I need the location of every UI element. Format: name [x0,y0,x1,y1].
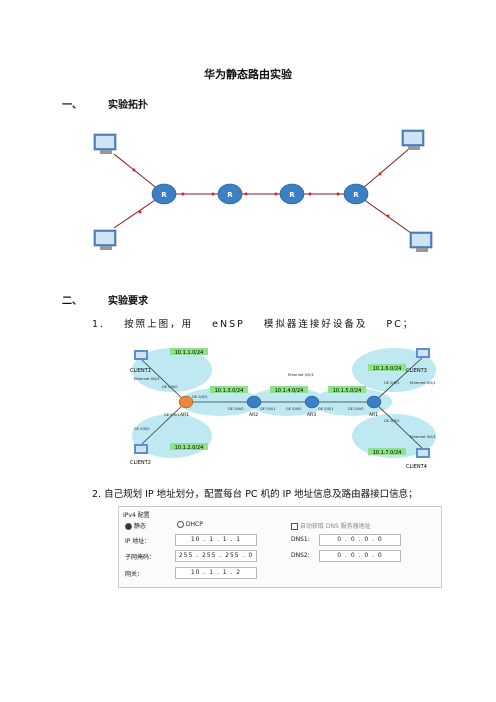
svg-text:GE 0/0/0: GE 0/0/0 [228,407,244,411]
svg-text:GE 0/0/1: GE 0/0/1 [318,407,333,411]
radio-unselected-icon [177,521,184,528]
svg-text:GE 0/0/1: GE 0/0/1 [164,413,179,417]
svg-text:GE 0/0/0: GE 0/0/0 [162,385,178,389]
svg-text:Ethernet 0/0/1: Ethernet 0/0/1 [410,435,436,439]
section-heading-topology: 一、 实验拓扑 [62,96,148,111]
dns2-field[interactable]: 0 . 0 . 0 . 0 [319,550,401,562]
requirement-item: 1. 按照上图，用 eNSP 模拟器连接好设备及 PC； [92,316,414,330]
pc-icon [93,133,117,154]
router-icon [246,395,262,409]
checkbox-icon [291,523,298,530]
svg-text:GE 0/0/0: GE 0/0/0 [348,407,364,411]
router-label: R [161,191,167,199]
network-label: 10.1.4.0/24 [270,386,308,394]
topology-diagram: R R R R [93,129,433,252]
panel-title: IPv4 配置 [123,512,150,519]
router-icon: R [279,183,305,205]
router-icon [304,395,320,409]
pc-icon [416,448,430,458]
gateway-field[interactable]: 10 . 1 . 1 . 2 [175,567,257,579]
client-label: CLIENT3 [406,368,427,374]
svg-text:Ethernet 0/0/1: Ethernet 0/0/1 [410,381,436,385]
svg-text:GE 0/0/1: GE 0/0/1 [384,381,399,385]
network-label: 10.1.1.0/24 [170,348,208,356]
svg-text:10.1.5.0/24: 10.1.5.0/24 [333,388,362,394]
item-number: 1. [92,319,106,330]
ip-address-field[interactable]: 10 . 1 . 1 . 1 [175,534,257,546]
router-icon: R [343,183,369,205]
network-label: 10.1.7.0/24 [368,448,406,456]
dns1-label: DNS1: [291,536,310,543]
router-label: R [227,191,233,199]
client-label: CLIENT1 [130,368,151,374]
item-number: 2. [92,489,102,500]
radio-label: DHCP [185,521,203,528]
pc-icon [409,231,433,252]
section-heading-requirements: 二、 实验要求 [62,292,148,307]
router-label: AR2 [249,412,258,418]
network-label: 10.1.3.0/24 [210,386,248,394]
section-label: 实验拓扑 [108,100,148,111]
item-text: 自己规划 IP 地址划分，配置每台 PC 机的 IP 地址信息及路由器接口信息； [104,489,418,500]
client-label: CLIENT4 [406,464,427,470]
radio-dhcp[interactable]: DHCP [177,521,203,528]
radio-static[interactable]: 静态 [125,521,146,530]
subnet-mask-field[interactable]: 255 . 255 . 255 . 0 [175,550,257,562]
item-text: 按照上图，用 eNSP 模拟器连接好设备及 PC； [124,319,415,330]
router-icon [178,395,194,409]
svg-text:GE 0/0/0: GE 0/0/0 [134,427,150,431]
svg-text:GE 0/0/0: GE 0/0/0 [286,407,302,411]
svg-text:10.1.3.0/24: 10.1.3.0/24 [215,388,244,394]
pc-icon [134,350,148,360]
svg-text:10.1.4.0/24: 10.1.4.0/24 [275,388,304,394]
gateway-label: 网关： [125,571,144,578]
dns1-field[interactable]: 0 . 0 . 0 . 0 [319,534,401,546]
router-label: R [353,191,359,199]
ipv4-config-panel: IPv4 配置 静态 DHCP 自动获取 DNS 服务器地址 IP 地址： 10… [118,506,442,588]
auto-dns-checkbox[interactable]: 自动获取 DNS 服务器地址 [291,521,371,530]
topology-links [141,357,423,449]
router-icon [366,395,382,409]
network-label: 10.1.2.0/24 [170,443,208,451]
pc-icon [401,129,425,150]
network-label: 10.1.6.0/24 [368,364,406,372]
client-label: CLIENT2 [130,460,151,466]
network-label: 10.1.5.0/24 [328,386,366,394]
section-label: 实验要求 [108,296,148,307]
requirement-item: 2. 自己规划 IP 地址划分，配置每台 PC 机的 IP 地址信息及路由器接口… [92,486,418,500]
router-icon: R [151,183,177,205]
pc-icon [416,348,430,358]
svg-text:Ethernet 0/0/1: Ethernet 0/0/1 [134,377,160,381]
svg-text:10.1.1.0/24: 10.1.1.0/24 [175,350,204,356]
svg-text:GE 0/0/2: GE 0/0/2 [192,395,207,399]
svg-text:10.1.2.0/24: 10.1.2.0/24 [175,445,204,451]
radio-selected-icon [125,523,132,530]
router-label: AR3 [307,412,316,418]
port-labels: Ethernet 0/0/1 GE 0/0/0 GE 0/0/1 GE 0/0/… [134,373,436,439]
router-label: R [289,191,295,199]
svg-text:10.1.7.0/24: 10.1.7.0/24 [373,450,402,456]
ensp-topology-diagram: 10.1.1.0/24 10.1.2.0/24 10.1.3.0/24 10.1… [130,348,436,470]
router-label: AR1 [180,412,189,418]
pc-icon [134,444,148,454]
svg-text:GE 0/0/2: GE 0/0/2 [384,419,399,423]
section-number: 二、 [62,296,82,307]
ip-label: IP 地址： [125,538,151,545]
svg-text:Ethernet 0/0/1: Ethernet 0/0/1 [288,373,314,377]
svg-text:10.1.6.0/24: 10.1.6.0/24 [373,366,402,372]
router-icon: R [217,183,243,205]
svg-text:GE 0/0/1: GE 0/0/1 [260,407,275,411]
radio-label: 静态 [133,523,146,530]
dns2-label: DNS2: [291,552,310,559]
pc-icon [93,229,117,250]
section-number: 一、 [62,100,82,111]
mask-label: 子网掩码： [125,554,156,561]
router-label: AR1 [369,412,378,418]
checkbox-label: 自动获取 DNS 服务器地址 [299,523,371,530]
page-title: 华为静态路由实验 [204,68,292,81]
